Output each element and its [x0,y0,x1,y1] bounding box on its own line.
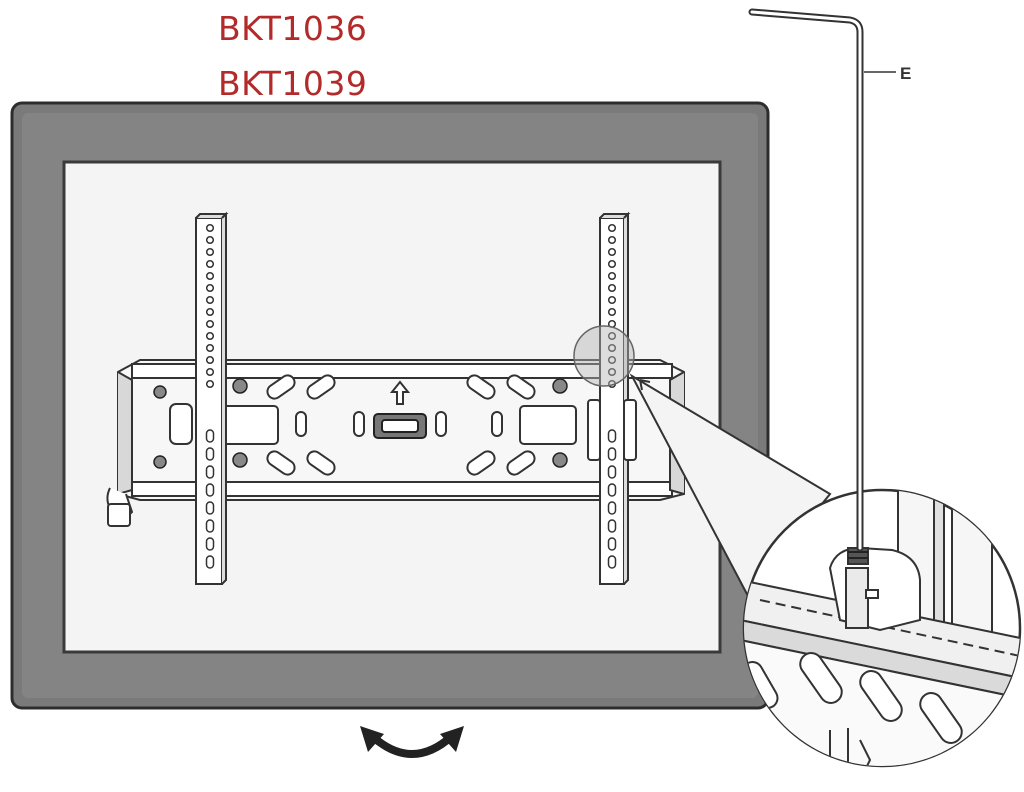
arm-hole [607,283,617,293]
arm-slot [205,537,215,551]
up-arrow-icon [389,380,411,405]
model-number-2: BKT1039 [218,64,368,103]
arm-slot [205,447,215,461]
left-arm-holes [205,223,215,569]
arm-hole [205,223,215,233]
arm-slot [205,483,215,497]
arm-slot [607,465,617,479]
arm-hole [205,283,215,293]
wall-plate [106,359,685,527]
arm-slot [205,501,215,515]
arm-hole [607,295,617,305]
arm-hole [205,367,215,377]
arm-hole [607,367,617,377]
right-clamp [587,399,637,461]
arm-hole [607,343,617,353]
arm-slot [607,537,617,551]
arm-hole [205,343,215,353]
allen-key-label: E [900,64,912,83]
arm-hole [607,307,617,317]
arm-hole [205,235,215,245]
callout-arrow [639,379,651,391]
arm-slot [205,519,215,533]
arm-hole [205,295,215,305]
arm-hole [205,259,215,269]
arm-slot [607,519,617,533]
arm-hole [607,355,617,365]
arm-hole [205,247,215,257]
arm-hole [205,319,215,329]
detail-zoom-view [742,488,1022,768]
arm-hole [607,235,617,245]
arm-slot [607,447,617,461]
detail-highlight [573,325,635,387]
arm-hole [205,355,215,365]
left-bracket-arm [195,211,229,585]
arm-slot [607,429,617,443]
right-bracket-arm [599,211,631,585]
arm-slot [205,429,215,443]
right-arm-holes [607,223,617,569]
arm-hole [607,271,617,281]
arm-slot [205,555,215,569]
arm-hole [607,331,617,341]
arm-slot [607,483,617,497]
arm-hole [205,307,215,317]
arm-hole [205,379,215,389]
arm-slot [205,465,215,479]
rotate-arrow-icon [360,726,464,758]
arm-hole [205,331,215,341]
arm-slot [607,555,617,569]
arm-slot [607,501,617,515]
allen-key-icon [748,8,896,552]
arm-hole [607,247,617,257]
arm-hole [607,259,617,269]
model-number-1: BKT1036 [218,9,368,48]
arm-hole [205,271,215,281]
arm-hole [607,223,617,233]
